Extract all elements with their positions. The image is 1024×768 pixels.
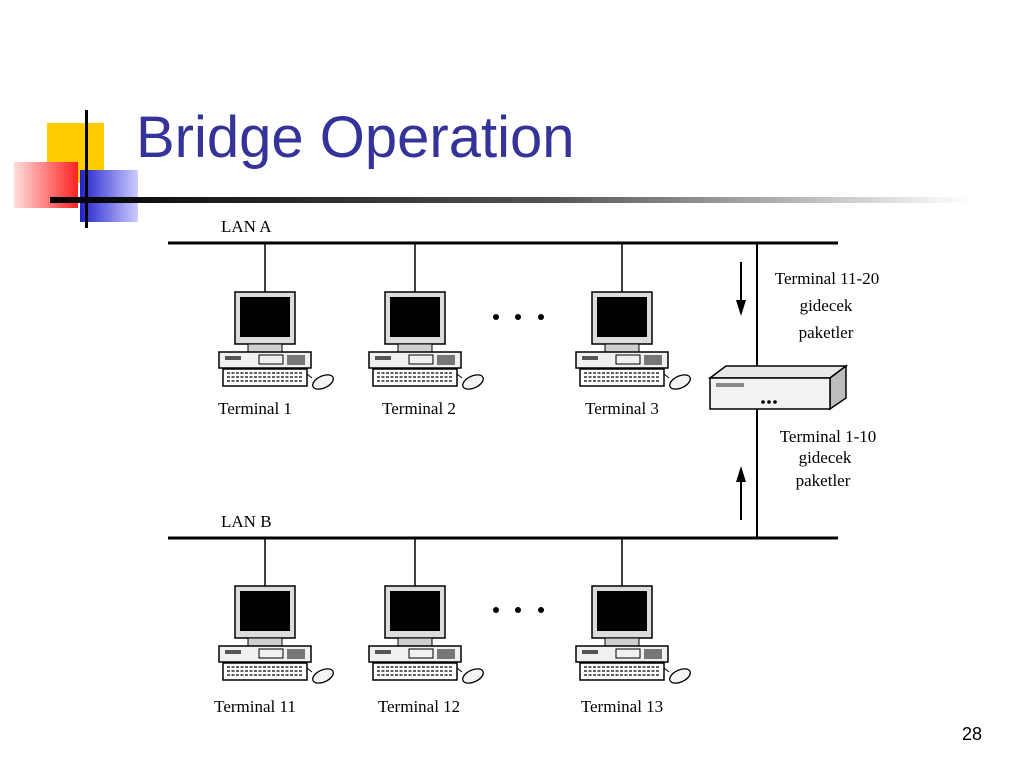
- lan-b-terminal-2: Terminal 12: [368, 538, 484, 716]
- lan-b-terminal-3: Terminal 13: [575, 538, 691, 716]
- lan-a-terminal-1: Terminal 1: [218, 243, 334, 418]
- terminal-label: Terminal 1: [218, 399, 292, 418]
- ellipsis-lan-a: [493, 314, 544, 320]
- page-number: 28: [962, 724, 983, 744]
- computer-icon: [218, 291, 334, 390]
- annotation-top: Terminal 11-20 gidecek paketler: [775, 269, 879, 342]
- arrow-down-icon: [736, 262, 746, 316]
- arrow-up-icon: [736, 466, 746, 520]
- lan-a-terminal-2: Terminal 2: [368, 243, 484, 418]
- lan-b-label: LAN B: [221, 512, 272, 531]
- lan-b-terminals: Terminal 11 Terminal 12 Terminal 13: [214, 538, 691, 716]
- terminal-label: Terminal 3: [585, 399, 659, 418]
- computer-icon: [218, 585, 334, 684]
- bridge-device-icon: [707, 364, 849, 411]
- annotation-bottom-line-2: gidecek: [799, 448, 852, 467]
- annotation-bottom: Terminal 1-10 gidecek paketler: [780, 427, 877, 490]
- lan-a-terminals: Terminal 1 Terminal 2 Terminal 3: [218, 243, 691, 418]
- title-underline: [50, 197, 970, 203]
- terminal-label: Terminal 11: [214, 697, 296, 716]
- annotation-bottom-line-1: Terminal 1-10: [780, 427, 877, 446]
- annotation-top-line-3: paketler: [799, 323, 854, 342]
- computer-icon: [575, 585, 691, 684]
- computer-icon: [368, 291, 484, 390]
- annotation-top-line-2: gidecek: [800, 296, 853, 315]
- ellipsis-lan-b: [493, 607, 544, 613]
- slide-title: Bridge Operation: [136, 105, 575, 170]
- annotation-bottom-line-3: paketler: [796, 471, 851, 490]
- lan-b-terminal-1: Terminal 11: [214, 538, 334, 716]
- terminal-label: Terminal 13: [581, 697, 663, 716]
- lan-a-label: LAN A: [221, 217, 272, 236]
- computer-icon: [575, 291, 691, 390]
- decor-blue-square: [80, 170, 138, 222]
- terminal-label: Terminal 2: [382, 399, 456, 418]
- computer-icon: [368, 585, 484, 684]
- decor-vertical-line: [85, 110, 88, 228]
- lan-a-terminal-3: Terminal 3: [575, 243, 691, 418]
- annotation-top-line-1: Terminal 11-20: [775, 269, 879, 288]
- terminal-label: Terminal 12: [378, 697, 460, 716]
